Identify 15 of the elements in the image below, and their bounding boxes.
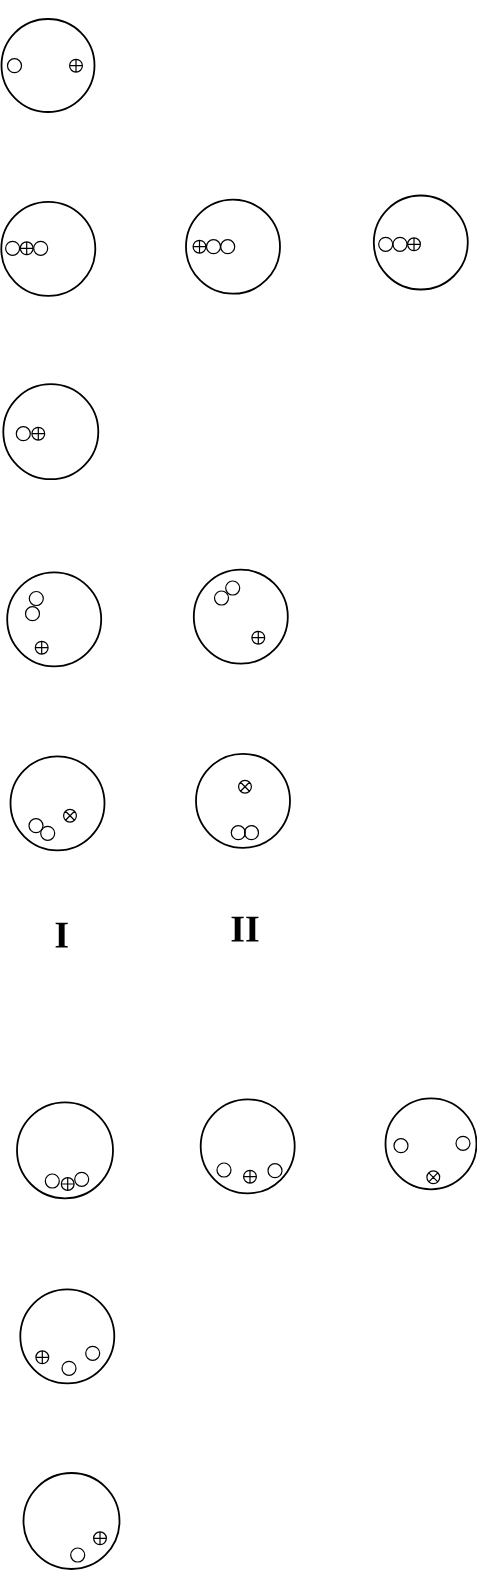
large-circle [16, 1101, 114, 1200]
large-circle [0, 18, 96, 113]
large-circle [6, 571, 103, 668]
large-circle [199, 1098, 296, 1195]
large-circle [192, 568, 289, 665]
panel-label: II [231, 916, 259, 942]
large-circle [372, 194, 469, 291]
large-circle [9, 755, 106, 852]
large-circle [185, 198, 281, 295]
large-circle [22, 1472, 121, 1570]
large-circle [2, 383, 100, 481]
large-circle [195, 752, 291, 849]
panel-label: I [55, 922, 68, 948]
large-circle [0, 200, 97, 297]
large-circle [19, 1288, 116, 1385]
